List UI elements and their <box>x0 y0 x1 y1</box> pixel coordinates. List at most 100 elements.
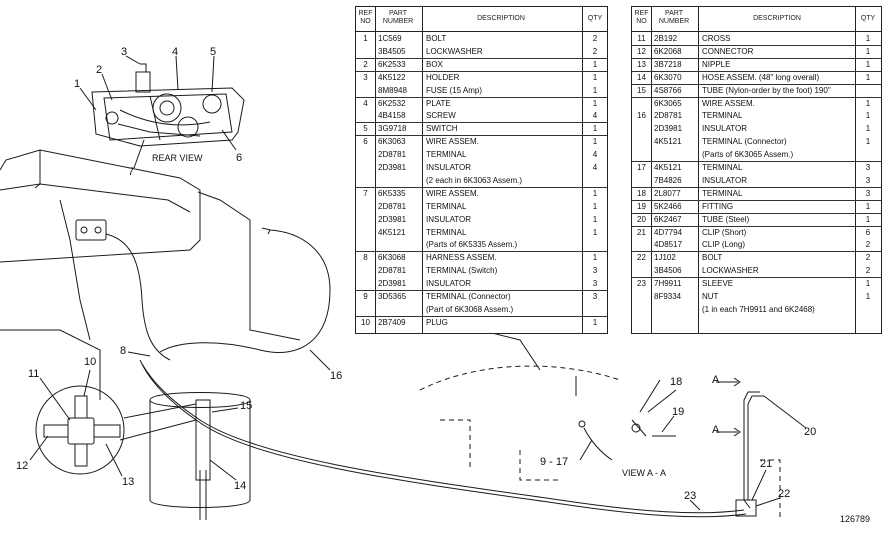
ref-cell: 8 <box>363 253 368 263</box>
part-number-cell: 6K3063 <box>378 137 406 147</box>
table-row: 2D8781 TERMINAL (Switch)3 <box>356 265 607 277</box>
qty-cell: 1 <box>865 34 871 43</box>
description-cell: TUBE (Steel) <box>702 214 750 224</box>
table-row: 1 1C569 BOLT 2 <box>356 33 607 45</box>
table-row: (Parts of 6K5335 Assem.) <box>356 239 607 251</box>
col-qty-header: QTY <box>860 15 876 22</box>
description-cell: INSULATOR <box>426 279 472 289</box>
part-number-cell: 6K2533 <box>378 59 406 69</box>
callout-4: 4 <box>172 46 179 58</box>
qty-cell: 3 <box>592 279 598 289</box>
part-number-cell: 4D8517 <box>654 240 683 250</box>
qty-cell: 2 <box>865 266 871 276</box>
description-cell: NIPPLE <box>702 59 731 69</box>
callout-8: 8 <box>120 345 127 357</box>
col-qty-header: QTY <box>587 15 603 22</box>
qty-cell: 1 <box>865 72 871 82</box>
qty-cell: 3 <box>865 163 871 172</box>
row-divider <box>632 199 881 201</box>
description-cell: BOLT <box>426 34 447 43</box>
qty-cell: 3 <box>592 292 598 301</box>
part-number-cell: 4K5121 <box>654 137 682 147</box>
qty-cell: 2 <box>592 34 598 43</box>
col-part-header: PART NUMBER <box>658 10 690 25</box>
qty-cell: 3 <box>865 188 871 198</box>
callout-16: 16 <box>330 370 343 382</box>
description-cell: CROSS <box>702 34 731 43</box>
ref-cell: 16 <box>637 111 646 121</box>
description-cell: LOCKWASHER <box>702 266 759 276</box>
qty-cell: 1 <box>865 292 871 301</box>
qty-cell: 4 <box>592 150 598 160</box>
part-number-cell: 6K2467 <box>654 214 682 224</box>
callout-23: 23 <box>684 490 697 502</box>
ref-cell: 15 <box>637 85 646 95</box>
callout-18: 18 <box>670 376 683 388</box>
ref-cell: 14 <box>637 72 646 82</box>
qty-cell: 4 <box>592 163 598 172</box>
row-divider <box>356 122 607 124</box>
description-cell: (2 each in 6K3063 Assem.) <box>426 175 523 185</box>
description-cell: CLIP (Long) <box>702 240 745 250</box>
rear-view-label: REAR VIEW <box>152 153 203 163</box>
callout-13: 13 <box>122 476 135 488</box>
part-number-cell: 1C569 <box>378 34 402 43</box>
description-cell: CLIP (Short) <box>702 227 747 237</box>
ref-cell: 10 <box>361 317 370 327</box>
description-cell: TERMINAL (Connector) <box>426 292 511 301</box>
description-cell: BOLT <box>702 253 723 263</box>
callout-19: 19 <box>672 406 685 418</box>
row-divider <box>356 290 607 291</box>
row-divider <box>356 57 607 59</box>
row-divider <box>632 225 881 227</box>
part-number-cell: 3B4505 <box>378 46 406 56</box>
description-cell: (Parts of 6K3065 Assem.) <box>702 150 794 160</box>
ref-cell: 22 <box>637 253 646 263</box>
part-number-cell: 2L8077 <box>654 188 681 198</box>
callout-9-17: 9 - 17 <box>540 456 569 468</box>
description-cell: (1 in each 7H9911 and 6K2468) <box>702 304 815 314</box>
row-divider <box>632 44 881 46</box>
col-desc-header: DESCRIPTION <box>477 15 525 22</box>
description-cell: FUSE (15 Amp) <box>426 85 483 95</box>
qty-cell: 1 <box>592 85 598 95</box>
part-number-cell: 6K3065 <box>654 98 682 108</box>
description-cell: SLEEVE <box>702 279 734 289</box>
description-cell: INSULATOR <box>702 124 748 134</box>
callout-10: 10 <box>84 356 97 368</box>
qty-cell: 3 <box>592 266 598 276</box>
description-cell: PLUG <box>426 317 448 327</box>
part-number-cell: 6K3070 <box>654 72 682 82</box>
description-cell: TERMINAL <box>426 201 467 211</box>
callout-14: 14 <box>234 480 247 492</box>
part-number-cell: 2B192 <box>654 34 678 43</box>
ref-cell: 1 <box>363 34 368 43</box>
qty-cell: 1 <box>592 98 598 108</box>
col-ref-header: REF NO <box>634 10 649 25</box>
description-cell: LOCKWASHER <box>426 46 483 56</box>
row-divider <box>356 315 607 317</box>
description-cell: TERMINAL <box>702 163 743 172</box>
ref-cell: 21 <box>637 227 646 237</box>
part-number-cell: 4B4158 <box>378 111 406 121</box>
part-number-cell: 3D5365 <box>378 292 407 301</box>
qty-cell: 2 <box>865 253 871 263</box>
qty-cell: 1 <box>865 59 871 69</box>
part-number-cell: 4K5121 <box>654 163 682 172</box>
description-cell: TERMINAL (Connector) <box>702 137 787 147</box>
part-number-cell: 3B4506 <box>654 266 682 276</box>
row-divider <box>632 212 881 214</box>
callout-22: 22 <box>778 488 791 500</box>
description-cell: TERMINAL (Switch) <box>426 266 498 276</box>
